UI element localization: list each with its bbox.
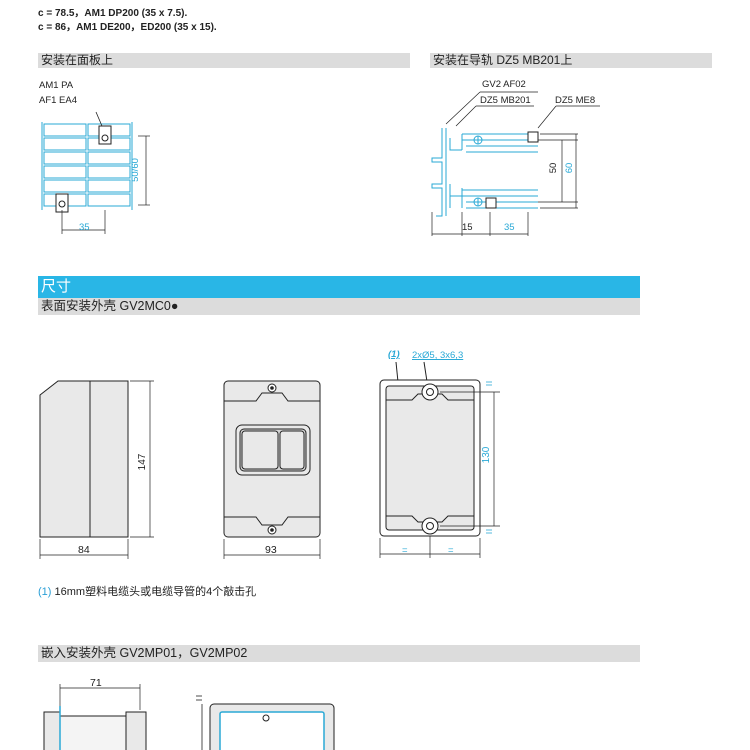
footnote-text: 16mm塑料电缆头或电缆导管的4个敲击孔 xyxy=(51,586,257,598)
section-dimensions: 尺寸 xyxy=(38,276,640,298)
enclosure-back-view xyxy=(379,361,500,558)
back-equal-left: = xyxy=(402,545,408,556)
rail-60-text: 60 xyxy=(564,163,575,174)
back-note-marker: (1) xyxy=(388,349,400,360)
back-height-text: 130 xyxy=(481,446,492,463)
label-af1-ea4: AF1 EA4 xyxy=(39,95,78,106)
rail-dim-60: 60 xyxy=(564,163,575,174)
spec-line-2: c = 86，AM1 DE200，ED200 (35 x 15). xyxy=(38,22,217,33)
rail-50-text: 50 xyxy=(548,163,559,174)
back-equal-right: = xyxy=(448,545,454,556)
enclosure-front-view xyxy=(223,380,321,559)
panel-height-text: 50/60 xyxy=(130,158,141,182)
rail-dim-50: 50 xyxy=(548,163,559,174)
side-height-text: 147 xyxy=(137,453,148,470)
panel-dim-height: 50/60 xyxy=(130,158,141,182)
back-holes-spec: 2xØ5, 3x6,3 xyxy=(412,350,464,361)
rail-dim-35: 35 xyxy=(504,222,515,233)
label-dz5-me8: DZ5 ME8 xyxy=(555,95,596,106)
side-height-dim: 147 xyxy=(137,453,148,470)
panel-mount-drawing xyxy=(41,111,150,234)
panel-dim-width: 35 xyxy=(79,222,90,233)
label-gv2-af02: GV2 AF02 xyxy=(482,79,526,90)
label-dz5-mb201: DZ5 MB201 xyxy=(480,95,531,106)
footnote-num: (1) xyxy=(38,586,52,598)
section-rail-mount: 安装在导轨 DZ5 MB201上 xyxy=(430,53,712,68)
spec-line-1: c = 78.5，AM1 DP200 (35 x 7.5). xyxy=(38,8,188,19)
side-width-dim: 84 xyxy=(78,544,90,556)
enclosure-side-view xyxy=(39,380,154,559)
front-width-dim: 93 xyxy=(265,544,277,556)
section-surface-enclosure: 表面安装外壳 GV2MC0● xyxy=(38,298,640,315)
flush-front-view xyxy=(196,695,335,750)
rail-dim-15: 15 xyxy=(462,222,473,233)
flush-side-view xyxy=(43,684,147,750)
rail-mount-drawing xyxy=(431,91,600,236)
back-height-dim: 130 xyxy=(481,446,492,463)
footnote: (1) 16mm塑料电缆头或电缆导管的4个敲击孔 xyxy=(38,583,256,599)
label-am1-pa: AM1 PA xyxy=(39,80,74,91)
flush-width-dim: 71 xyxy=(90,677,102,689)
section-panel-mount: 安装在面板上 xyxy=(38,53,410,68)
section-flush-enclosure: 嵌入安装外壳 GV2MP01，GV2MP02 xyxy=(38,645,640,662)
